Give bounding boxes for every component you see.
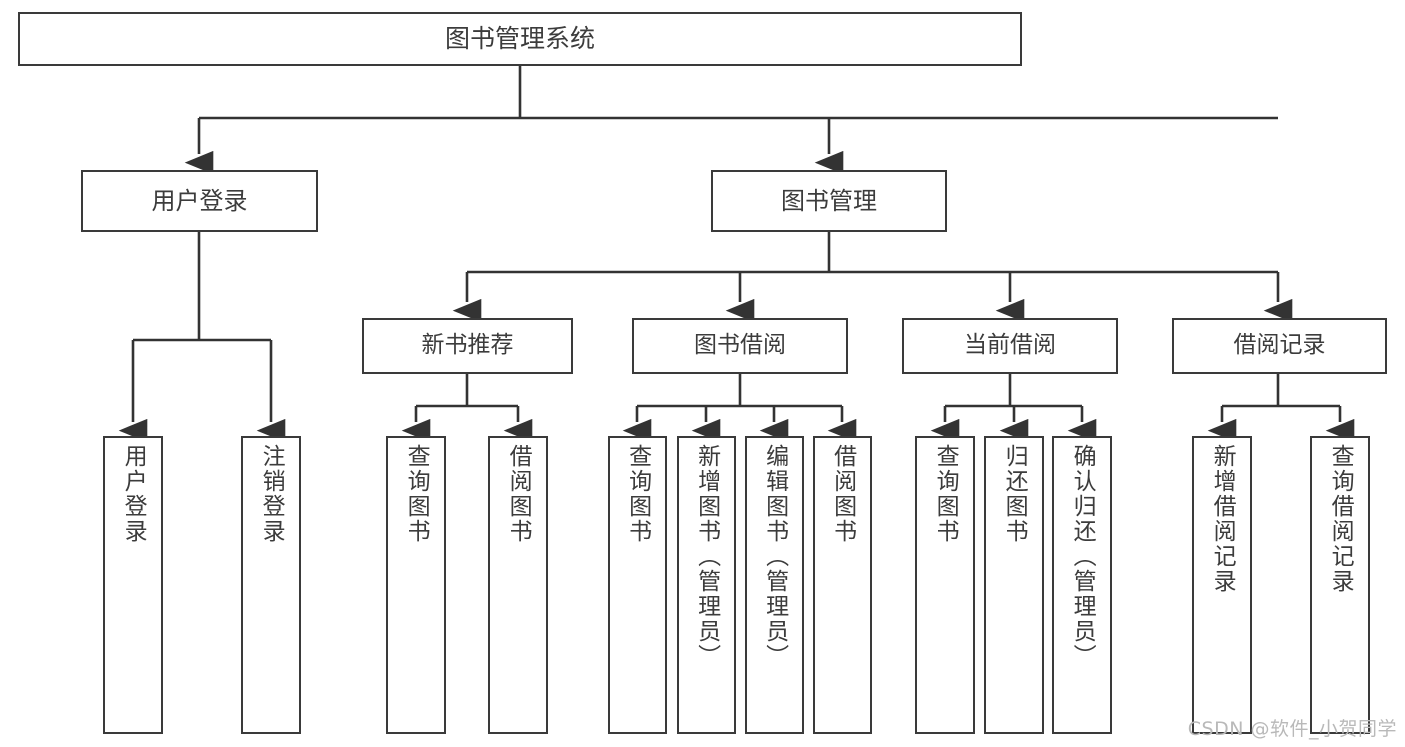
node-new-book-recommend[interactable]: 新书推荐 [362,318,573,374]
leaf-user-login-logout[interactable]: 注销登录 [241,436,301,734]
node-label: 借阅图书 [829,444,856,544]
node-root-system[interactable]: 图书管理系统 [18,12,1022,66]
node-label: 借阅图书 [505,444,532,544]
node-label: 图书管理 [781,186,877,215]
leaf-new-book-borrow[interactable]: 借阅图书 [488,436,548,734]
leaf-book-borrow-query[interactable]: 查询图书 [608,436,667,734]
node-label: 用户登录 [120,444,147,544]
leaf-current-borrow-confirm-return[interactable]: 确认归还（管理员） [1052,436,1112,734]
node-label: 归还图书 [1001,444,1028,544]
node-book-borrow[interactable]: 图书借阅 [632,318,848,374]
leaf-current-borrow-query[interactable]: 查询图书 [915,436,975,734]
leaf-book-borrow-add[interactable]: 新增图书（管理员） [677,436,736,734]
node-label: 当前借阅 [964,332,1056,359]
node-label: 图书管理系统 [444,24,595,54]
node-book-management[interactable]: 图书管理 [711,170,947,232]
leaf-borrow-record-add[interactable]: 新增借阅记录 [1192,436,1252,734]
node-label: 注销登录 [258,444,285,544]
node-label: 编辑图书（管理员） [761,444,788,669]
node-current-borrow[interactable]: 当前借阅 [902,318,1118,374]
node-label: 新增借阅记录 [1209,444,1236,594]
node-label: 新书推荐 [421,332,514,359]
leaf-user-login-login[interactable]: 用户登录 [103,436,163,734]
node-label: 查询借阅记录 [1327,444,1354,594]
node-label: 查询图书 [932,444,959,544]
node-borrow-record[interactable]: 借阅记录 [1172,318,1387,374]
node-label: 确认归还（管理员） [1069,444,1096,669]
leaf-borrow-record-query[interactable]: 查询借阅记录 [1310,436,1370,734]
node-label: 图书借阅 [694,332,786,359]
node-label: 查询图书 [624,444,651,544]
node-user-login[interactable]: 用户登录 [81,170,318,232]
leaf-book-borrow-edit[interactable]: 编辑图书（管理员） [745,436,804,734]
leaf-book-borrow-borrow[interactable]: 借阅图书 [813,436,872,734]
node-label: 查询图书 [403,444,430,544]
leaf-current-borrow-return[interactable]: 归还图书 [984,436,1044,734]
leaf-new-book-query[interactable]: 查询图书 [386,436,446,734]
node-label: 借阅记录 [1233,332,1326,359]
node-label: 用户登录 [151,186,248,215]
node-label: 新增图书（管理员） [693,444,720,669]
